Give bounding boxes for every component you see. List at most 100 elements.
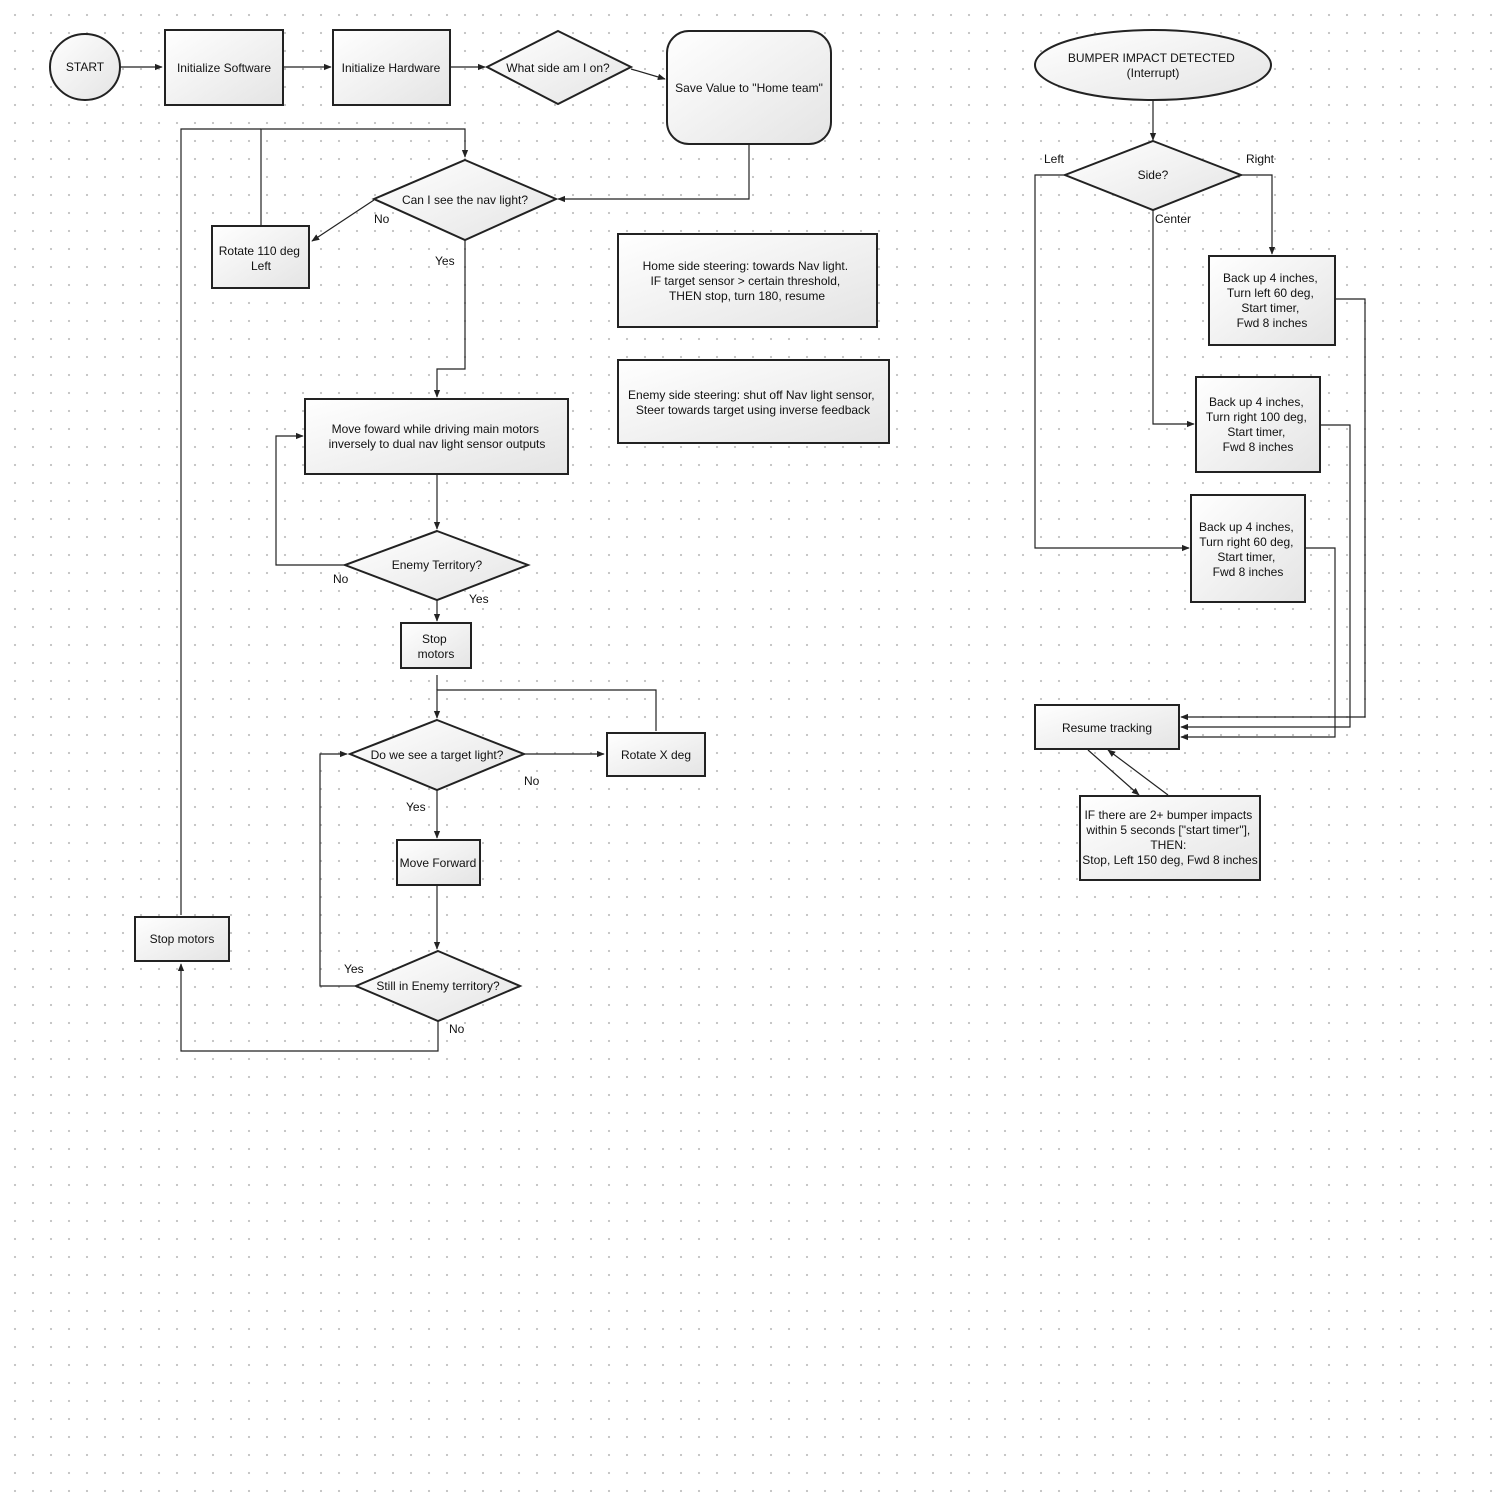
enemy-steering-line-1: Enemy side steering: shut off Nav light … [628,388,875,402]
target-yes-label: Yes [406,800,426,814]
edge-stop-back-to-nav [180,128,261,915]
left-action-line-1: Back up 4 inches, [1199,520,1294,534]
left-action-line-2: Turn right 60 deg, [1199,535,1293,549]
home-steering-note: Home side steering: towards Nav light. I… [617,233,878,328]
edge-enemy-no-loop [275,432,345,566]
init-hardware-node[interactable]: Initialize Hardware [332,29,451,106]
rotate-110-line-2: Left [251,259,272,273]
resume-tracking-node[interactable]: Resume tracking [1034,704,1180,750]
bumper-impact-node[interactable]: BUMPER IMPACT DETECTED (Interrupt) [1034,29,1272,101]
side-decision[interactable]: Side? [1062,139,1244,212]
center-action-line-1: Back up 4 inches, [1209,395,1304,409]
center-action-line-3: Start timer, [1227,425,1285,439]
left-action-line-4: Fwd 8 inches [1213,565,1284,579]
edge-left-to-resume [1180,547,1336,741]
stop-motors-node-2[interactable]: Stop motors [134,916,230,962]
center-action-label: Back up 4 inches, Turn right 100 deg, St… [1206,395,1310,454]
stop-motors-1-label: Stop motors [418,632,455,661]
edge-resume-to-multi [1087,749,1140,796]
target-light-label: Do we see a target light? [371,748,504,762]
home-steering-text: Home side steering: towards Nav light. I… [643,259,852,303]
edge-center-to-resume [1180,424,1351,731]
edge-still-no-to-stop [177,963,439,1052]
edge-still-yes-loop [319,750,356,987]
edge-rotate-x-loop [433,689,657,731]
enemy-steering-line-2: Steer towards target using inverse feedb… [636,403,871,417]
edge-side-to-save [630,68,666,81]
move-forward-nav-node[interactable]: Move foward while driving main motors in… [304,398,569,475]
bumper-impact-line-2: (Interrupt) [1127,66,1180,80]
rotate-x-label: Rotate X deg [621,748,691,762]
edge-side-right [1241,174,1276,255]
stop-motors-2-label: Stop motors [150,932,215,946]
still-enemy-label: Still in Enemy territory? [376,979,500,993]
save-value-label: Save Value to "Home team" [675,81,823,95]
side-center-label: Center [1155,212,1191,226]
still-no-label: No [449,1022,465,1036]
nav-no-label: No [374,212,390,226]
move-forward-nav-line-2: inversely to dual nav light sensor outpu… [329,437,546,451]
left-action-label: Back up 4 inches, Turn right 60 deg, Sta… [1199,520,1297,579]
multi-impact-note[interactable]: IF there are 2+ bumper impacts within 5 … [1079,795,1261,881]
multi-impact-line-2: within 5 seconds ["start timer"], [1085,823,1250,837]
nav-light-label: Can I see the nav light? [402,193,528,207]
edge-nav-no-to-rotate [311,199,375,242]
home-steering-line-2: IF target sensor > certain threshold, [650,274,840,288]
move-forward-nav-line-1: Move foward while driving main motors [332,422,539,436]
stop-motors-node-1[interactable]: Stop motors [400,622,472,669]
left-action-node[interactable]: Back up 4 inches, Turn right 60 deg, Sta… [1190,494,1306,603]
target-no-label: No [524,774,540,788]
start-label: START [66,60,105,74]
still-yes-label: Yes [344,962,364,976]
rotate-x-node[interactable]: Rotate X deg [606,732,706,777]
side-decision-label: Side? [1138,168,1169,182]
move-forward-nav-label: Move foward while driving main motors in… [329,422,546,451]
bumper-impact-line-1: BUMPER IMPACT DETECTED [1068,51,1235,65]
center-action-node[interactable]: Back up 4 inches, Turn right 100 deg, St… [1195,376,1321,473]
resume-tracking-label: Resume tracking [1062,721,1152,735]
rotate-110-label: Rotate 110 deg Left [219,244,304,273]
what-side-decision[interactable]: What side am I on? [484,29,634,106]
right-action-line-3: Start timer, [1241,301,1299,315]
nav-light-decision[interactable]: Can I see the nav light? [371,158,559,242]
right-action-label: Back up 4 inches, Turn left 60 deg, Star… [1223,271,1321,330]
center-action-line-2: Turn right 100 deg, [1206,410,1307,424]
center-action-line-4: Fwd 8 inches [1223,440,1294,454]
target-light-decision[interactable]: Do we see a target light? [347,718,527,792]
multi-impact-line-1: IF there are 2+ bumper impacts [1084,808,1252,822]
right-action-line-2: Turn left 60 deg, [1227,286,1314,300]
init-software-node[interactable]: Initialize Software [164,29,284,106]
nav-yes-label: Yes [435,254,455,268]
enemy-territory-decision[interactable]: Enemy Territory? [342,529,531,602]
move-forward-label: Move Forward [400,856,477,870]
edge-right-to-resume [1180,298,1366,721]
right-action-line-4: Fwd 8 inches [1237,316,1308,330]
multi-impact-label: IF there are 2+ bumper impacts within 5 … [1082,808,1257,867]
home-steering-line-3: THEN stop, turn 180, resume [669,289,825,303]
enemy-steering-note: Enemy side steering: shut off Nav light … [617,359,890,444]
stop-motors-1-line-2: motors [418,647,455,661]
what-side-label: What side am I on? [506,61,610,75]
multi-impact-line-4: Stop, Left 150 deg, Fwd 8 inches [1082,853,1257,867]
stop-motors-1-line-1: Stop [422,632,447,646]
rotate-110-line-1: Rotate 110 deg [219,244,300,258]
side-left-label: Left [1044,152,1065,166]
save-value-node[interactable]: Save Value to "Home team" [666,30,832,145]
enemy-no-label: No [333,572,349,586]
still-enemy-decision[interactable]: Still in Enemy territory? [353,949,523,1023]
edge-side-center [1152,210,1195,428]
edge-rotate-loop-to-nav [260,128,469,226]
enemy-yes-label: Yes [469,592,489,606]
move-forward-node[interactable]: Move Forward [396,839,481,886]
enemy-territory-label: Enemy Territory? [392,558,483,572]
start-node[interactable]: START [49,33,121,101]
edges [120,63,1366,1052]
rotate-110-node[interactable]: Rotate 110 deg Left [211,225,310,289]
right-action-node[interactable]: Back up 4 inches, Turn left 60 deg, Star… [1208,255,1336,346]
side-right-label: Right [1246,152,1275,166]
edge-save-to-nav-light [557,144,750,203]
left-action-line-3: Start timer, [1217,550,1275,564]
init-software-label: Initialize Software [177,61,271,75]
multi-impact-line-3: THEN: [1150,838,1186,852]
